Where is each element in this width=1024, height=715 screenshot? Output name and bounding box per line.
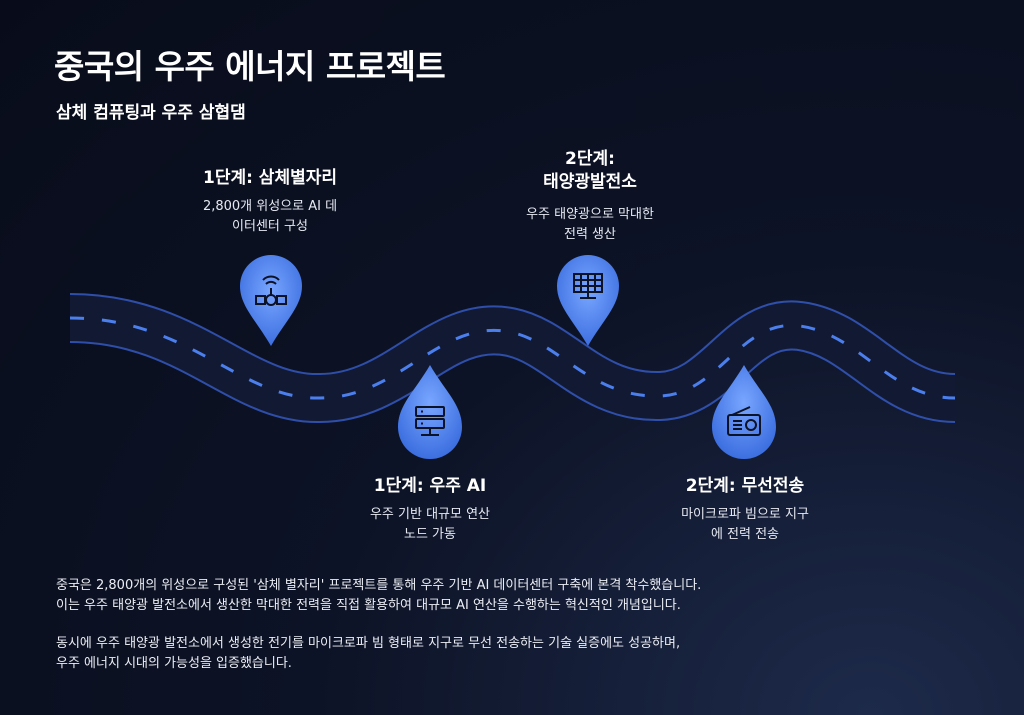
stage-3-title: 1단계: 우주 AI: [373, 476, 487, 496]
stage-4-title: 2단계: 무선전송: [685, 476, 805, 496]
stage-4-description: 마이크로파 빔으로 지구 에 전력 전송: [681, 507, 809, 542]
stage-3-description: 우주 기반 대규모 연산 노드 가동: [369, 507, 491, 542]
stage-1-description: 2,800개 위성으로 AI 데 이터센터 구성: [202, 199, 338, 234]
server-pin: [398, 365, 462, 459]
body-paragraph-1: 중국은 2,800개의 위성으로 구성된 '삼체 별자리' 프로젝트를 통해 우…: [56, 578, 702, 613]
radio-icon: [727, 406, 761, 436]
radio-pin: [712, 365, 776, 459]
stage-1-title: 1단계: 삼체별자리: [202, 168, 338, 188]
solar-panel-icon: [573, 273, 603, 299]
satellite-pin: [240, 255, 302, 346]
solar-panel-pin: [557, 255, 619, 346]
server-icon: [415, 406, 445, 436]
page-subtitle: 삼체 컴퓨팅과 우주 삼협댐: [56, 103, 246, 123]
stage-2-title: 2단계: 태양광발전소: [543, 149, 637, 192]
page-title: 중국의 우주 에너지 프로젝트: [54, 47, 446, 86]
satellite-icon: [255, 275, 287, 306]
body-paragraph-2: 동시에 우주 태양광 발전소에서 생성한 전기를 마이크로파 빔 형태로 지구로…: [56, 636, 681, 671]
stage-2-description: 우주 태양광으로 막대한 전력 생산: [526, 207, 654, 242]
